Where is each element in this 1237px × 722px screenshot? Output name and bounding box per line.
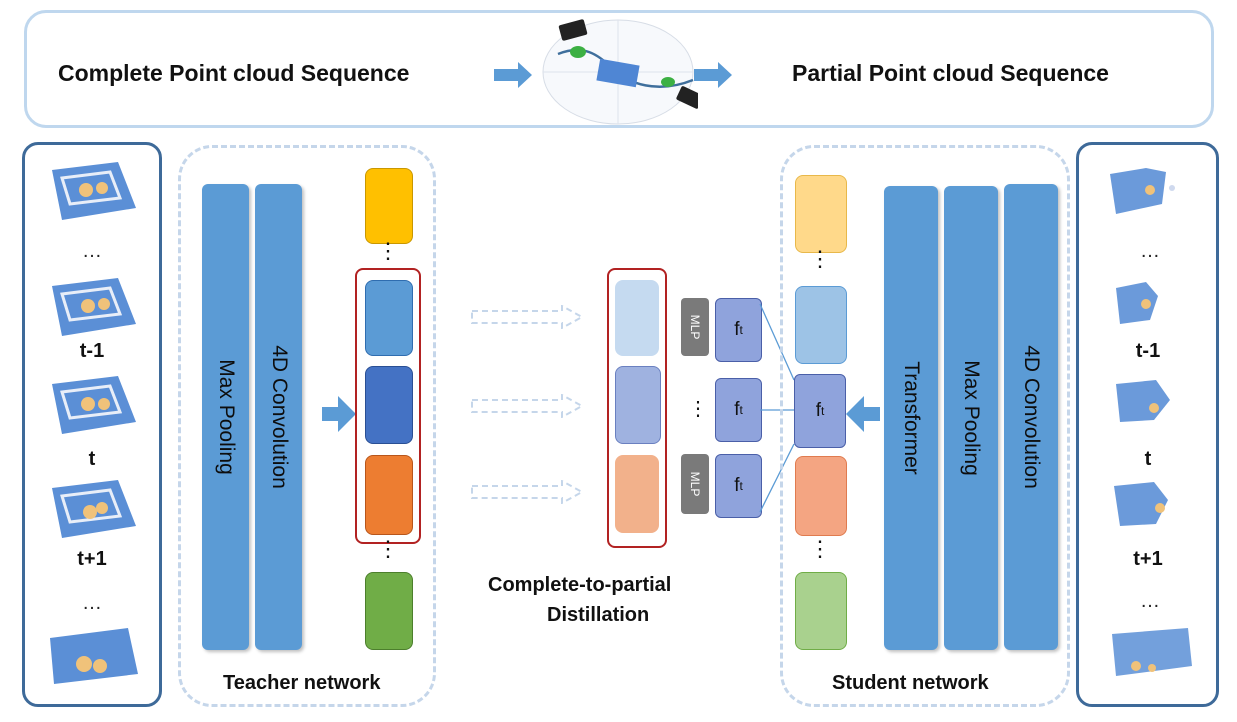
complete-sequence-label: Complete Point cloud Sequence [58, 60, 410, 86]
left-frames-panel [22, 142, 162, 707]
student-4dconv-layer: 4D Convolution [1004, 184, 1058, 650]
middle-horizontal-ellipsis: ⋮ [688, 398, 708, 420]
teacher-feature-green [365, 572, 413, 650]
student-feature-salmon [795, 456, 847, 536]
mlp-block-bottom: MLP [681, 454, 709, 514]
right-pointcloud-thumb [1112, 628, 1192, 676]
camera-trajectory-sphere [542, 19, 698, 125]
mlp-label: MLP [688, 314, 702, 340]
right-frames-panel [1076, 142, 1219, 707]
left-frame-label: t-1 [79, 340, 105, 362]
teacher-vertical-ellipsis: ⋮ [377, 536, 399, 561]
left-frame-label: t+1 [77, 548, 107, 570]
student-transformer-label: Transformer [900, 361, 923, 475]
teacher-feature-darkblue [365, 366, 413, 444]
left-pointcloud-thumb [52, 278, 136, 336]
top-banner [24, 10, 1214, 128]
student-feature-lightgreen [795, 572, 847, 650]
student-network-box [780, 145, 1070, 707]
student-caption: Student network [832, 672, 989, 694]
right-pointcloud-thumb [1110, 168, 1175, 214]
teacher-highlight-box [355, 268, 421, 544]
distill-caption-line2: Distillation [547, 604, 650, 626]
ft-connection-lines [759, 303, 795, 513]
left-ellipsis: … [82, 240, 102, 262]
left-pointcloud-thumb [52, 162, 136, 220]
left-pointcloud-thumb [52, 376, 136, 434]
teacher-arrow [322, 396, 356, 432]
mlp-label: MLP [688, 471, 702, 497]
right-frame-label: t-1 [1135, 340, 1161, 362]
teacher-4dconv-layer: 4D Convolution [255, 184, 302, 650]
mlp-block-top: MLP [681, 298, 709, 356]
teacher-vertical-ellipsis: ⋮ [377, 238, 399, 263]
top-arrow-left [494, 62, 532, 88]
distill-caption-line1: Complete-to-partial [488, 574, 672, 596]
distill-feature-periwinkle [615, 366, 661, 444]
teacher-caption: Teacher network [223, 672, 381, 694]
right-ellipsis: … [1140, 590, 1160, 612]
right-pointcloud-thumb [1114, 482, 1168, 526]
teacher-4dconv-label: 4D Convolution [267, 345, 291, 489]
distill-feature-group [607, 268, 667, 548]
right-frame-label: t [1144, 448, 1152, 470]
distill-feature-peach [615, 455, 659, 533]
student-transformer-layer: Transformer [884, 186, 938, 650]
teacher-network-box [178, 145, 436, 707]
partial-sequence-label: Partial Point cloud Sequence [792, 60, 1109, 86]
teacher-maxpool-label: Max Pooling [214, 359, 238, 475]
student-vertical-ellipsis: ⋮ [809, 536, 831, 561]
student-feature-lightblue [795, 286, 847, 364]
top-arrow-right [694, 62, 732, 88]
right-ellipsis: … [1140, 240, 1160, 262]
student-maxpool-layer: Max Pooling [944, 186, 998, 650]
student-feature-lightyellow [795, 175, 847, 253]
distill-dashed-arrow [471, 480, 585, 504]
teacher-feature-orange [365, 455, 413, 535]
distill-feature-lightblue [615, 280, 659, 356]
right-frame-label: t+1 [1133, 548, 1163, 570]
distill-dashed-arrow [471, 394, 585, 418]
left-pointcloud-thumb [50, 628, 138, 684]
teacher-feature-yellow [365, 168, 413, 244]
left-frame-label: t [88, 448, 96, 470]
distill-dashed-arrow [471, 305, 585, 329]
right-pointcloud-thumb [1116, 282, 1158, 324]
left-ellipsis: … [82, 592, 102, 614]
student-arrow [846, 396, 880, 432]
student-vertical-ellipsis: ⋮ [809, 246, 831, 271]
student-maxpool-label: Max Pooling [960, 360, 983, 476]
student-4dconv-label: 4D Convolution [1020, 345, 1043, 489]
teacher-maxpool-layer: Max Pooling [202, 184, 249, 650]
teacher-feature-blue [365, 280, 413, 356]
left-pointcloud-thumb [52, 480, 136, 538]
right-pointcloud-thumb [1116, 380, 1170, 422]
